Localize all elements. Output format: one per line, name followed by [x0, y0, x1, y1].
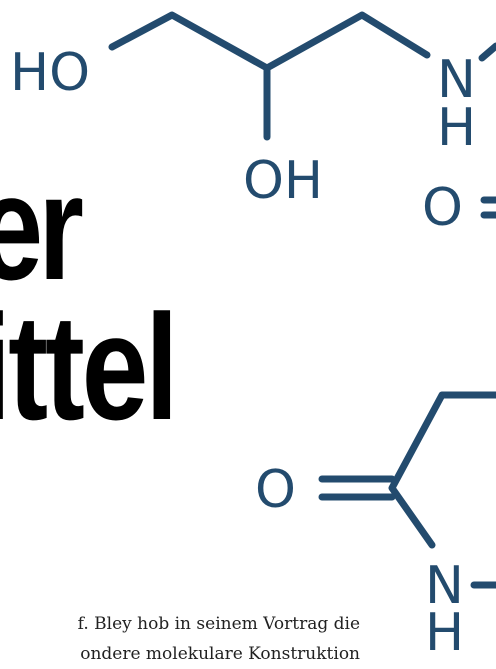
atom-ho-top: HO	[10, 43, 90, 103]
heading-line-1: er	[0, 143, 84, 311]
body-line-2: ondere molekulare Konstruktion	[80, 644, 360, 664]
bond-chain-top	[108, 11, 431, 72]
body-paragraph: f. Bley hob in seinem Vortrag die ondere…	[0, 609, 360, 669]
atom-n-bottom: N	[425, 556, 464, 616]
bond-n-right	[478, 42, 496, 62]
atom-o-lower: O	[255, 460, 296, 520]
body-line-1: f. Bley hob in seinem Vortrag die	[77, 614, 360, 634]
atom-n-top: N	[437, 50, 476, 110]
bond-ring-lower	[388, 391, 496, 549]
atom-h-bottom: H	[425, 603, 464, 657]
atom-o-right: O	[422, 178, 463, 238]
heading-line-2: ittel	[0, 283, 179, 451]
atom-h-top: H	[437, 98, 476, 158]
atom-oh-middle: OH	[243, 151, 323, 211]
